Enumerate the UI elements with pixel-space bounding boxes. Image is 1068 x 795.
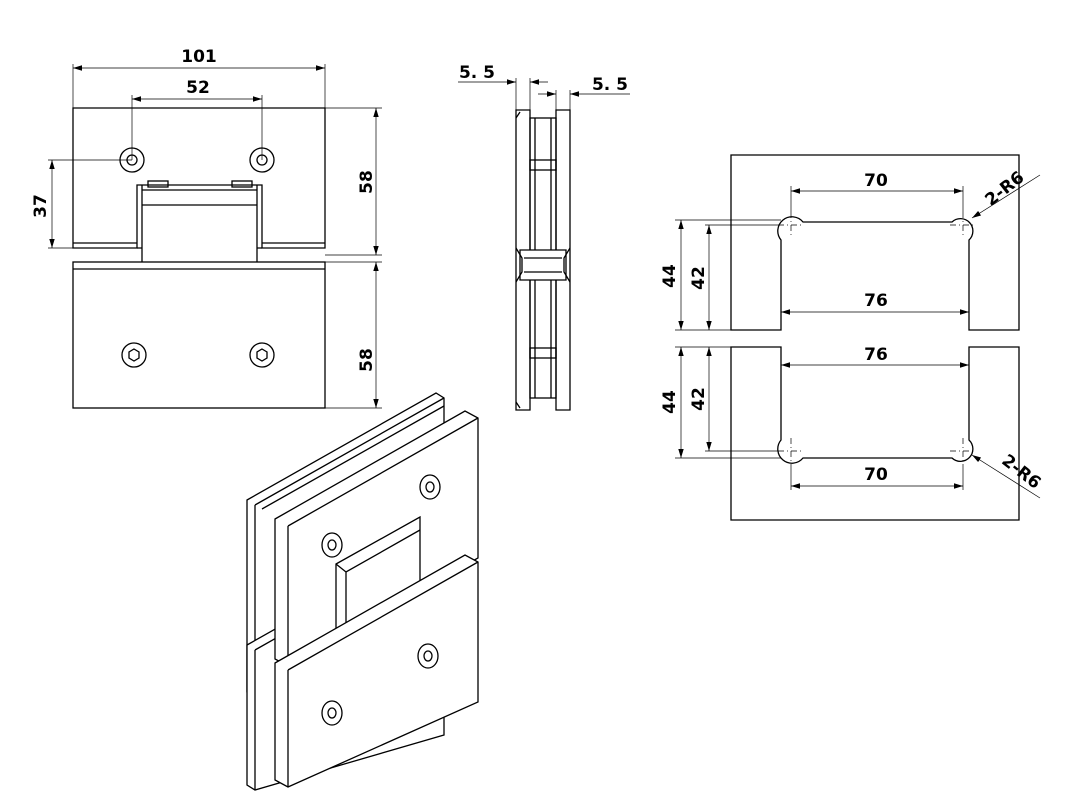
- dim-hole-offset-label: 37: [31, 194, 51, 218]
- glass-cutout-upper: 70 76 2-R6 44 42: [660, 154, 1041, 331]
- front-view: 101 52 37 58 58: [31, 47, 382, 409]
- lower-right-screw-icon: [249, 342, 275, 368]
- dim-left-gap-label: 5. 5: [459, 63, 495, 83]
- iso-lower-plate: [274, 554, 479, 788]
- upper-depth-outer-label: 44: [660, 264, 680, 288]
- dim-width-label: 101: [181, 47, 217, 67]
- lower-radius-label: 2-R6: [998, 451, 1045, 494]
- iso-screw-icon-3: [417, 643, 439, 669]
- lower-outer-width-label: 76: [864, 345, 888, 365]
- lower-plate-outline: [72, 261, 326, 409]
- lower-inner-width-label: 70: [864, 465, 888, 485]
- dim-right-gap-label: 5. 5: [592, 75, 628, 95]
- hinge-knuckle: [137, 185, 262, 262]
- iso-screw-icon-4: [321, 700, 343, 726]
- iso-screw-icon-1: [419, 474, 441, 500]
- dim-lower-height-label: 58: [357, 348, 377, 372]
- side-view: 5. 5 5. 5: [458, 63, 630, 411]
- upper-glass-outline: [730, 154, 1020, 331]
- upper-plate-outline: [72, 107, 326, 249]
- upper-outer-width-label: 76: [864, 291, 888, 311]
- upper-depth-inner-label: 42: [689, 266, 709, 290]
- lower-glass-outline: [730, 346, 1020, 521]
- upper-inner-width-label: 70: [864, 171, 888, 191]
- lower-depth-inner-label: 42: [689, 387, 709, 411]
- glass-cutout-lower: 76 70 2-R6 44 42: [660, 345, 1045, 521]
- lower-depth-outer-label: 44: [660, 390, 680, 414]
- upper-radius-label: 2-R6: [982, 168, 1029, 211]
- iso-view: [246, 392, 479, 791]
- dim-hole-spacing-label: 52: [186, 78, 210, 98]
- iso-screw-icon-2: [321, 532, 343, 558]
- lower-left-screw-icon: [121, 342, 147, 368]
- dim-upper-height-label: 58: [357, 170, 377, 194]
